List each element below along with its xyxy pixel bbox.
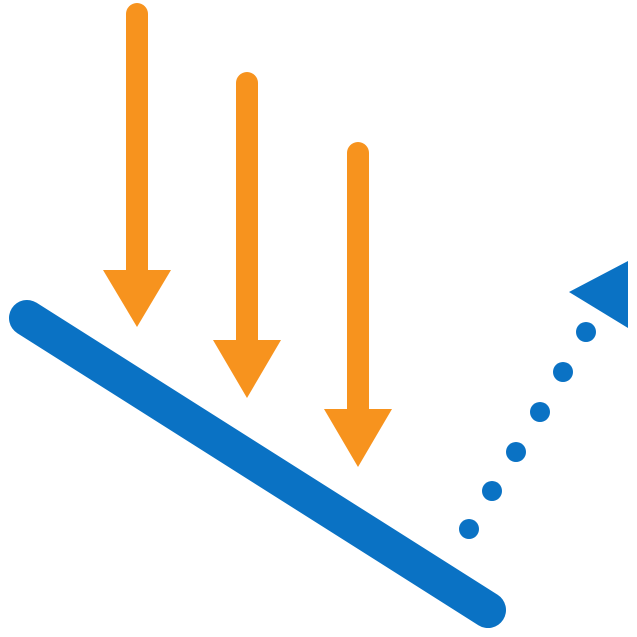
incident-arrow-3-head <box>324 409 392 467</box>
reflected-arrow-head-icon <box>569 261 628 328</box>
reflected-dot-1 <box>459 519 479 539</box>
reflected-dot-6 <box>576 322 596 342</box>
reflected-dot-5 <box>553 362 573 382</box>
reflected-dot-2 <box>482 481 502 501</box>
reflected-path <box>459 261 628 539</box>
incident-arrow-1 <box>103 3 171 327</box>
incident-arrow-2 <box>213 72 281 398</box>
incident-arrow-3 <box>324 142 392 467</box>
incident-arrow-1-head <box>103 270 171 327</box>
incident-arrow-2-head <box>213 340 281 398</box>
reflected-dot-3 <box>506 442 526 462</box>
reflected-dot-4 <box>530 402 550 422</box>
reflecting-surface <box>9 300 506 628</box>
incident-arrows <box>103 3 392 467</box>
